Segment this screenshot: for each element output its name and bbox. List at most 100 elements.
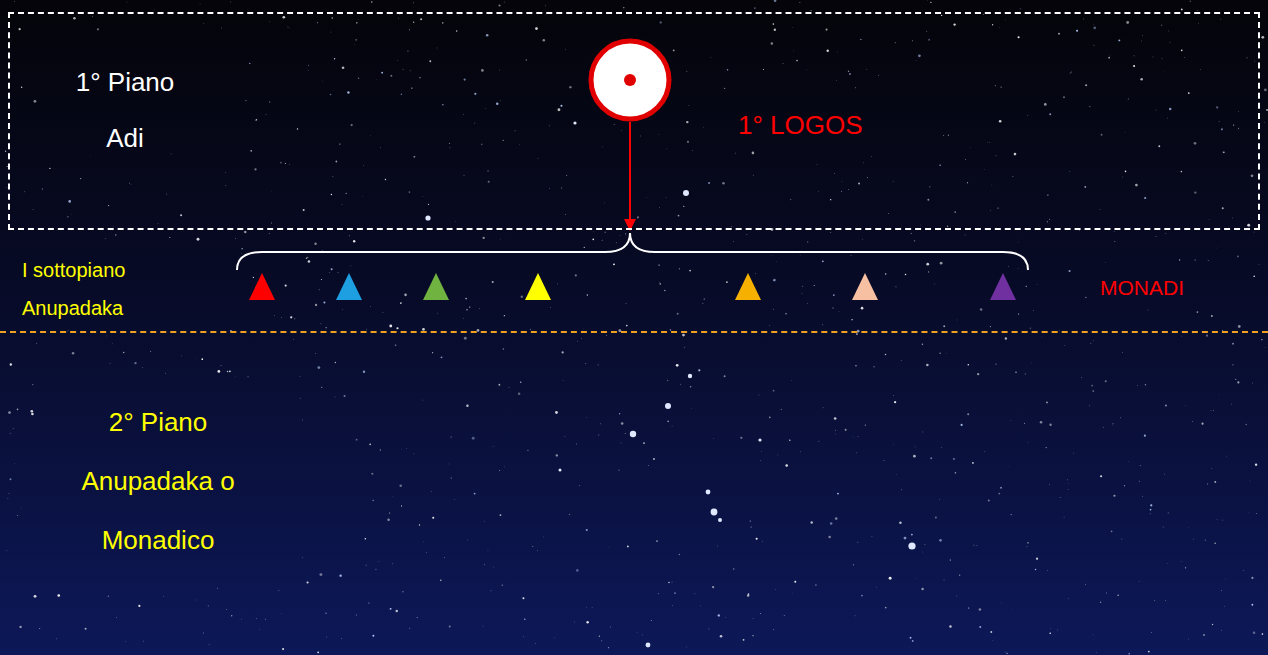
star — [462, 317, 464, 319]
star — [1084, 186, 1086, 188]
star — [1214, 481, 1216, 483]
star — [1102, 427, 1104, 429]
star — [1184, 56, 1186, 58]
star — [30, 410, 33, 413]
star — [593, 231, 595, 233]
star — [474, 93, 476, 95]
star — [1169, 41, 1171, 43]
star — [1254, 60, 1256, 62]
star — [342, 309, 344, 311]
star — [894, 401, 896, 403]
star — [549, 188, 551, 190]
star — [679, 268, 680, 269]
logos-symbol: 1° LOGOS — [588, 38, 672, 122]
star — [658, 282, 660, 284]
star — [671, 425, 673, 427]
star — [329, 272, 331, 274]
star — [830, 232, 832, 234]
star — [1081, 377, 1083, 379]
star — [1179, 259, 1180, 260]
star — [1249, 480, 1251, 482]
star — [382, 312, 383, 313]
star — [761, 541, 763, 543]
star — [834, 417, 837, 420]
star — [170, 153, 172, 155]
star — [660, 21, 662, 23]
star — [1181, 171, 1183, 173]
star — [775, 589, 777, 591]
star — [610, 626, 612, 628]
star — [1120, 417, 1122, 419]
star — [1011, 609, 1013, 611]
star — [1181, 9, 1183, 11]
star — [911, 534, 913, 536]
star — [1085, 297, 1086, 298]
star — [1101, 134, 1103, 136]
star — [180, 214, 182, 216]
star — [1142, 35, 1144, 37]
star — [153, 8, 155, 10]
star — [850, 255, 852, 257]
star — [866, 69, 868, 71]
star — [604, 231, 606, 233]
star — [687, 141, 689, 143]
star — [1015, 372, 1016, 373]
star — [472, 437, 475, 440]
star — [341, 204, 343, 206]
star — [927, 199, 929, 201]
star — [532, 546, 533, 547]
star — [619, 413, 620, 414]
star — [1211, 315, 1213, 317]
star — [949, 625, 952, 628]
star — [1118, 39, 1120, 41]
star — [1071, 72, 1072, 73]
star — [783, 615, 785, 617]
star — [866, 177, 868, 179]
star — [1251, 577, 1253, 579]
star — [834, 173, 836, 175]
star — [1125, 171, 1127, 173]
star — [815, 584, 817, 586]
star — [442, 22, 443, 23]
star — [1093, 44, 1095, 46]
star — [169, 237, 170, 238]
star — [521, 296, 523, 298]
star — [967, 364, 969, 366]
star — [351, 124, 353, 126]
star — [852, 436, 854, 438]
star — [256, 618, 258, 620]
monad-triangle — [852, 273, 878, 300]
star — [979, 608, 982, 611]
star — [143, 640, 145, 642]
star — [36, 342, 38, 344]
star — [456, 30, 457, 31]
star — [400, 302, 402, 304]
star — [224, 172, 226, 174]
star — [731, 225, 733, 227]
plane-label: 1° Piano Adi — [60, 54, 190, 166]
star — [964, 234, 966, 236]
star — [752, 152, 755, 155]
star — [499, 470, 501, 472]
monad-triangle — [336, 273, 362, 300]
star — [290, 316, 292, 318]
star — [372, 635, 374, 637]
star — [150, 351, 151, 352]
star — [565, 48, 567, 50]
star — [1150, 632, 1152, 634]
star — [201, 358, 203, 360]
star — [356, 22, 357, 23]
star — [1092, 340, 1094, 342]
star — [289, 164, 291, 166]
star — [747, 594, 749, 596]
star — [422, 328, 425, 331]
star — [371, 473, 373, 475]
star — [682, 334, 685, 337]
star — [1093, 27, 1096, 30]
star — [1190, 1, 1191, 2]
star — [828, 536, 831, 539]
star — [320, 323, 322, 325]
star — [1163, 70, 1165, 72]
star — [323, 302, 325, 304]
star — [369, 443, 371, 445]
